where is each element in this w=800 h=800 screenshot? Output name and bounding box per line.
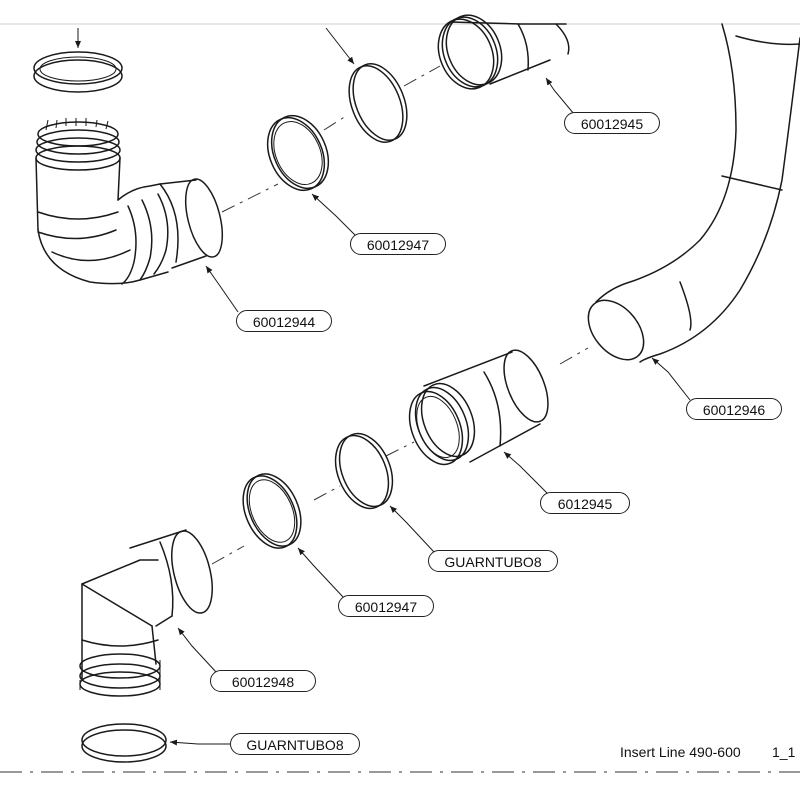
gasket-ring-top-left	[33, 28, 123, 93]
callout-60012946: 60012946	[686, 398, 782, 420]
sleeve-6012945-middle	[408, 349, 549, 466]
seal-ring-top-middle	[325, 27, 408, 143]
callout-60012948: 60012948	[210, 670, 316, 692]
callout-guarntubo8-bottom: GUARNTUBO8	[230, 733, 360, 755]
gasket-ring-guarntubo8-middle	[334, 432, 394, 510]
drawing-title: Insert Line 490-600	[620, 744, 741, 760]
leader-lines	[169, 77, 691, 746]
callout-60012947-top: 60012947	[350, 233, 446, 255]
callout-6012945: 6012945	[540, 492, 630, 514]
callout-60012947-lower: 60012947	[338, 595, 434, 617]
seal-ring-60012947-top	[266, 114, 330, 192]
gasket-ring-guarntubo8-bottom	[81, 723, 167, 763]
curved-pipe-60012946	[587, 23, 800, 363]
sheet-number: 1_1	[772, 744, 796, 760]
callout-guarntubo8-middle: GUARNTUBO8	[428, 550, 558, 572]
sleeve-60012945-top	[437, 14, 570, 90]
elbow-60012944	[35, 118, 224, 285]
callout-60012945-top: 60012945	[564, 112, 660, 134]
callout-60012944: 60012944	[236, 310, 332, 332]
seal-ring-60012947-lower	[242, 473, 302, 549]
elbow-60012948	[79, 529, 213, 697]
